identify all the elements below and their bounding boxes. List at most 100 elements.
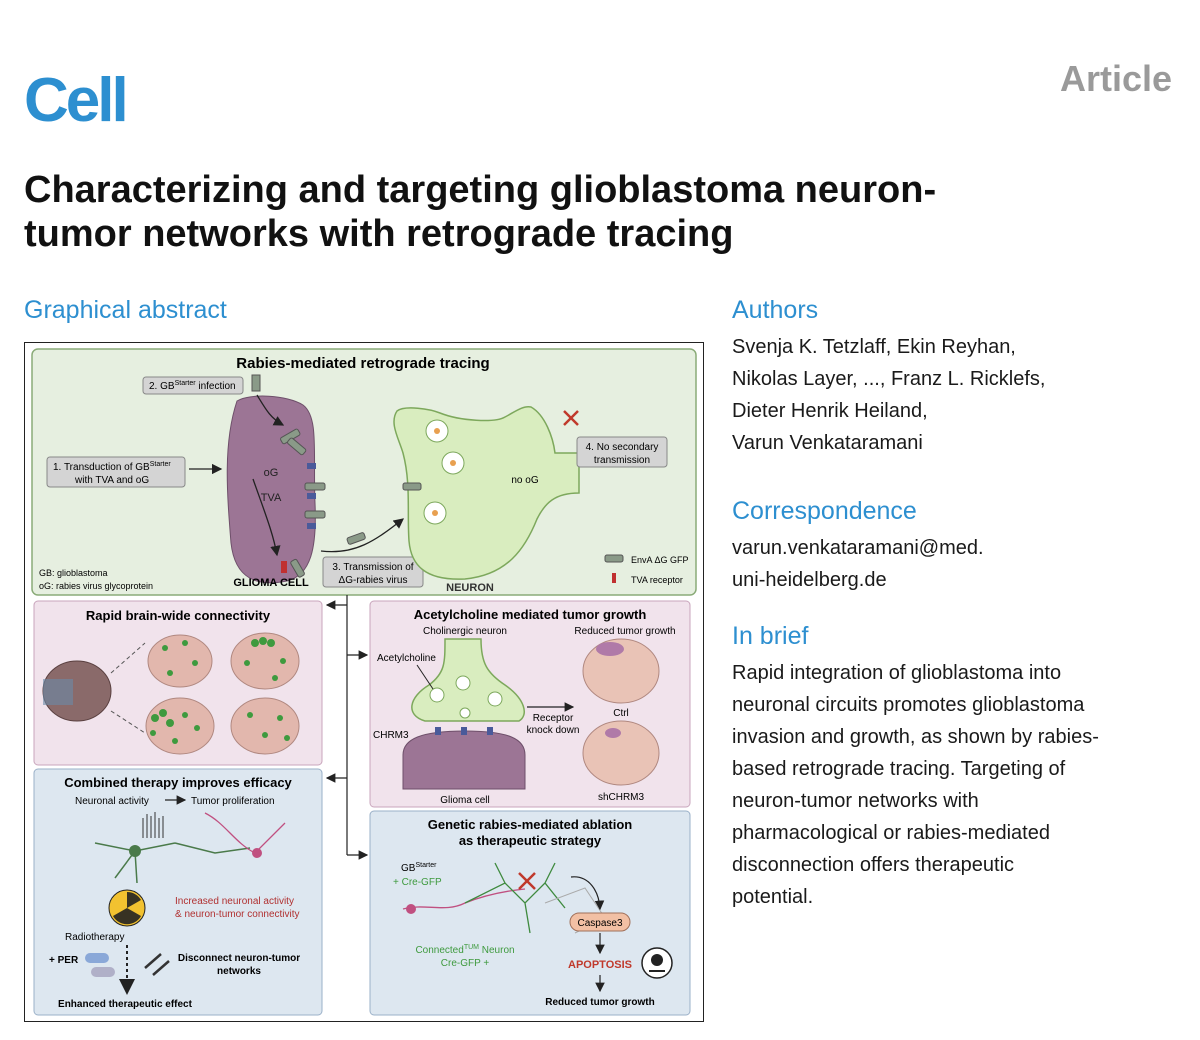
panel-genetic-ablation: Genetic rabies-mediated ablation as ther…	[369, 810, 691, 1016]
svg-text:transmission: transmission	[594, 455, 650, 466]
svg-text:4. No secondary: 4. No secondary	[586, 442, 659, 453]
receptor-knockdown-label2: knock down	[527, 725, 580, 736]
brain-section-icon	[230, 697, 300, 755]
correspondence-heading: Correspondence	[732, 497, 917, 525]
authors-heading: Authors	[732, 296, 819, 324]
increased-activity-label: Increased neuronal activity	[175, 896, 294, 907]
receptor-icon	[307, 463, 316, 469]
correspondence-email[interactable]: varun.venkataramani@med. uni-heidelberg.…	[732, 532, 1182, 596]
ctrl-brain-icon	[582, 638, 660, 704]
graphical-abstract: Rabies-mediated retrograde tracing oG TV…	[24, 342, 704, 1022]
article-title-line2: tumor networks with retrograde tracing	[24, 213, 734, 255]
in-brief-line: pharmacological or rabies-mediated	[732, 822, 1050, 844]
neuronal-activity-label: Neuronal activity	[75, 796, 149, 807]
in-brief-line: invasion and growth, as shown by rabies-	[732, 726, 1099, 748]
virus-icon	[346, 532, 366, 545]
pill-icon	[91, 967, 115, 977]
svg-text:1. Transduction of GBStarter: 1. Transduction of GBStarter	[53, 461, 171, 473]
chrm3-label: CHRM3	[373, 730, 409, 741]
disconnect-icon	[144, 953, 170, 976]
panel-brain-wide-connectivity: Rapid brain-wide connectivity	[33, 600, 323, 766]
ctrl-label: Ctrl	[613, 708, 629, 719]
author-line[interactable]: Nikolas Layer, ..., Franz L. Ricklefs,	[732, 368, 1046, 390]
cre-gfp-plus-label: Cre-GFP +	[441, 958, 490, 969]
panel5-title2: as therapeutic strategy	[459, 833, 602, 848]
connected-neuron-drawing	[464, 862, 566, 934]
email-line[interactable]: varun.venkataramani@med.	[732, 537, 984, 559]
article-type-label: Article	[1059, 58, 1172, 99]
acetylcholine-label: Acetylcholine	[377, 653, 436, 664]
svg-text:2. GBStarter infection: 2. GBStarter infection	[149, 380, 236, 392]
panel-combined-therapy: Combined therapy improves efficacy Neuro…	[33, 768, 323, 1016]
receptor-knockdown-label: Receptor	[533, 713, 574, 724]
cross-icon	[563, 410, 579, 426]
vesicle-icon	[429, 687, 445, 703]
tumor-cell-icon	[252, 848, 262, 858]
caspase-box	[569, 912, 631, 932]
brain-section-icon	[230, 632, 300, 690]
panel-acetylcholine: Acetylcholine mediated tumor growth Chol…	[369, 600, 691, 808]
virus-icon	[304, 510, 326, 519]
graphical-abstract-svg: Rabies-mediated retrograde tracing oG TV…	[31, 348, 697, 1016]
tva-receptor-icon	[281, 561, 287, 573]
chrm3-receptor-icon	[461, 727, 467, 735]
email-line[interactable]: uni-heidelberg.de	[732, 569, 887, 591]
step3-box: 3. Transmission of ΔG-rabies virus	[322, 556, 424, 588]
neuron-body-icon	[129, 845, 141, 857]
shchrm3-brain-icon	[582, 720, 660, 786]
correspondence-section: Correspondence varun.venkataramani@med. …	[732, 497, 1182, 596]
receptor-icon	[307, 523, 316, 529]
vesicle-icon	[455, 675, 471, 691]
cross-icon	[518, 872, 536, 890]
glioma-cell-label: GLIOMA CELL	[233, 577, 309, 589]
receptor-icon	[307, 493, 316, 499]
in-brief-heading: In brief	[732, 622, 809, 650]
in-brief-line: based retrograde tracing. Targeting of	[732, 758, 1066, 780]
article-title: Characterizing and targeting glioblastom…	[24, 168, 1164, 256]
glioma-cell-shape	[402, 730, 526, 790]
panel3-title: Acetylcholine mediated tumor growth	[414, 607, 647, 622]
glioma-cell-label: Glioma cell	[440, 795, 489, 806]
author-line[interactable]: Varun Venkataramani	[732, 432, 923, 454]
virus-legend-icon	[604, 554, 624, 563]
panel1-title: Rabies-mediated retrograde tracing	[236, 355, 489, 372]
chrm3-receptor-icon	[487, 727, 493, 735]
chrm3-receptor-icon	[435, 727, 441, 735]
shchrm3-label: shCHRM3	[598, 792, 645, 803]
svg-text:with TVA and oG: with TVA and oG	[74, 475, 149, 486]
panel4-title: Combined therapy improves efficacy	[64, 775, 292, 790]
glioma-cell-shape	[226, 395, 316, 584]
svg-text:ΔG-rabies virus: ΔG-rabies virus	[339, 575, 408, 586]
virus-icon	[290, 558, 305, 578]
in-brief-section: In brief Rapid integration of glioblasto…	[732, 622, 1182, 913]
step4-box: 4. No secondary transmission	[576, 436, 668, 468]
in-brief-text: Rapid integration of glioblastoma into n…	[732, 657, 1182, 913]
tva-legend-icon	[612, 573, 616, 583]
per-label: + PER	[49, 955, 79, 966]
in-brief-line: Rapid integration of glioblastoma into	[732, 662, 1062, 684]
panel5-title: Genetic rabies-mediated ablation	[428, 817, 633, 832]
reduced-growth-label: Reduced tumor growth	[574, 626, 675, 637]
virus-icon	[402, 482, 422, 491]
caspase-label: Caspase3	[577, 918, 622, 929]
in-brief-line: potential.	[732, 886, 814, 908]
author-line[interactable]: Svenja K. Tetzlaff, Ekin Reyhan,	[732, 336, 1016, 358]
step1-box: 1. Transduction of GBStarter with TVA an…	[46, 456, 186, 488]
cholinergic-label: Cholinergic neuron	[423, 626, 507, 637]
journal-logo: Cell	[24, 66, 129, 135]
vesicle-icon	[459, 707, 471, 719]
legend-tva: TVA receptor	[631, 575, 683, 585]
tumor-proliferation-label: Tumor proliferation	[191, 796, 275, 807]
og-label: oG	[264, 467, 279, 479]
tva-label: TVA	[261, 492, 282, 504]
reduced-growth-label: Reduced tumor growth	[545, 997, 654, 1008]
apoptosis-label: APOPTOSIS	[568, 959, 632, 971]
virus-icon	[251, 374, 261, 392]
panel2-title: Rapid brain-wide connectivity	[86, 608, 271, 623]
panel-retrograde-tracing: Rabies-mediated retrograde tracing oG TV…	[31, 348, 697, 596]
svg-text:3. Transmission of: 3. Transmission of	[332, 562, 413, 573]
author-line[interactable]: Dieter Henrik Heiland,	[732, 400, 928, 422]
authors-section: Authors Svenja K. Tetzlaff, Ekin Reyhan,…	[732, 296, 1182, 459]
enhanced-effect-label: Enhanced therapeutic effect	[58, 999, 193, 1010]
gb-starter-label: GBStarter	[401, 862, 437, 874]
